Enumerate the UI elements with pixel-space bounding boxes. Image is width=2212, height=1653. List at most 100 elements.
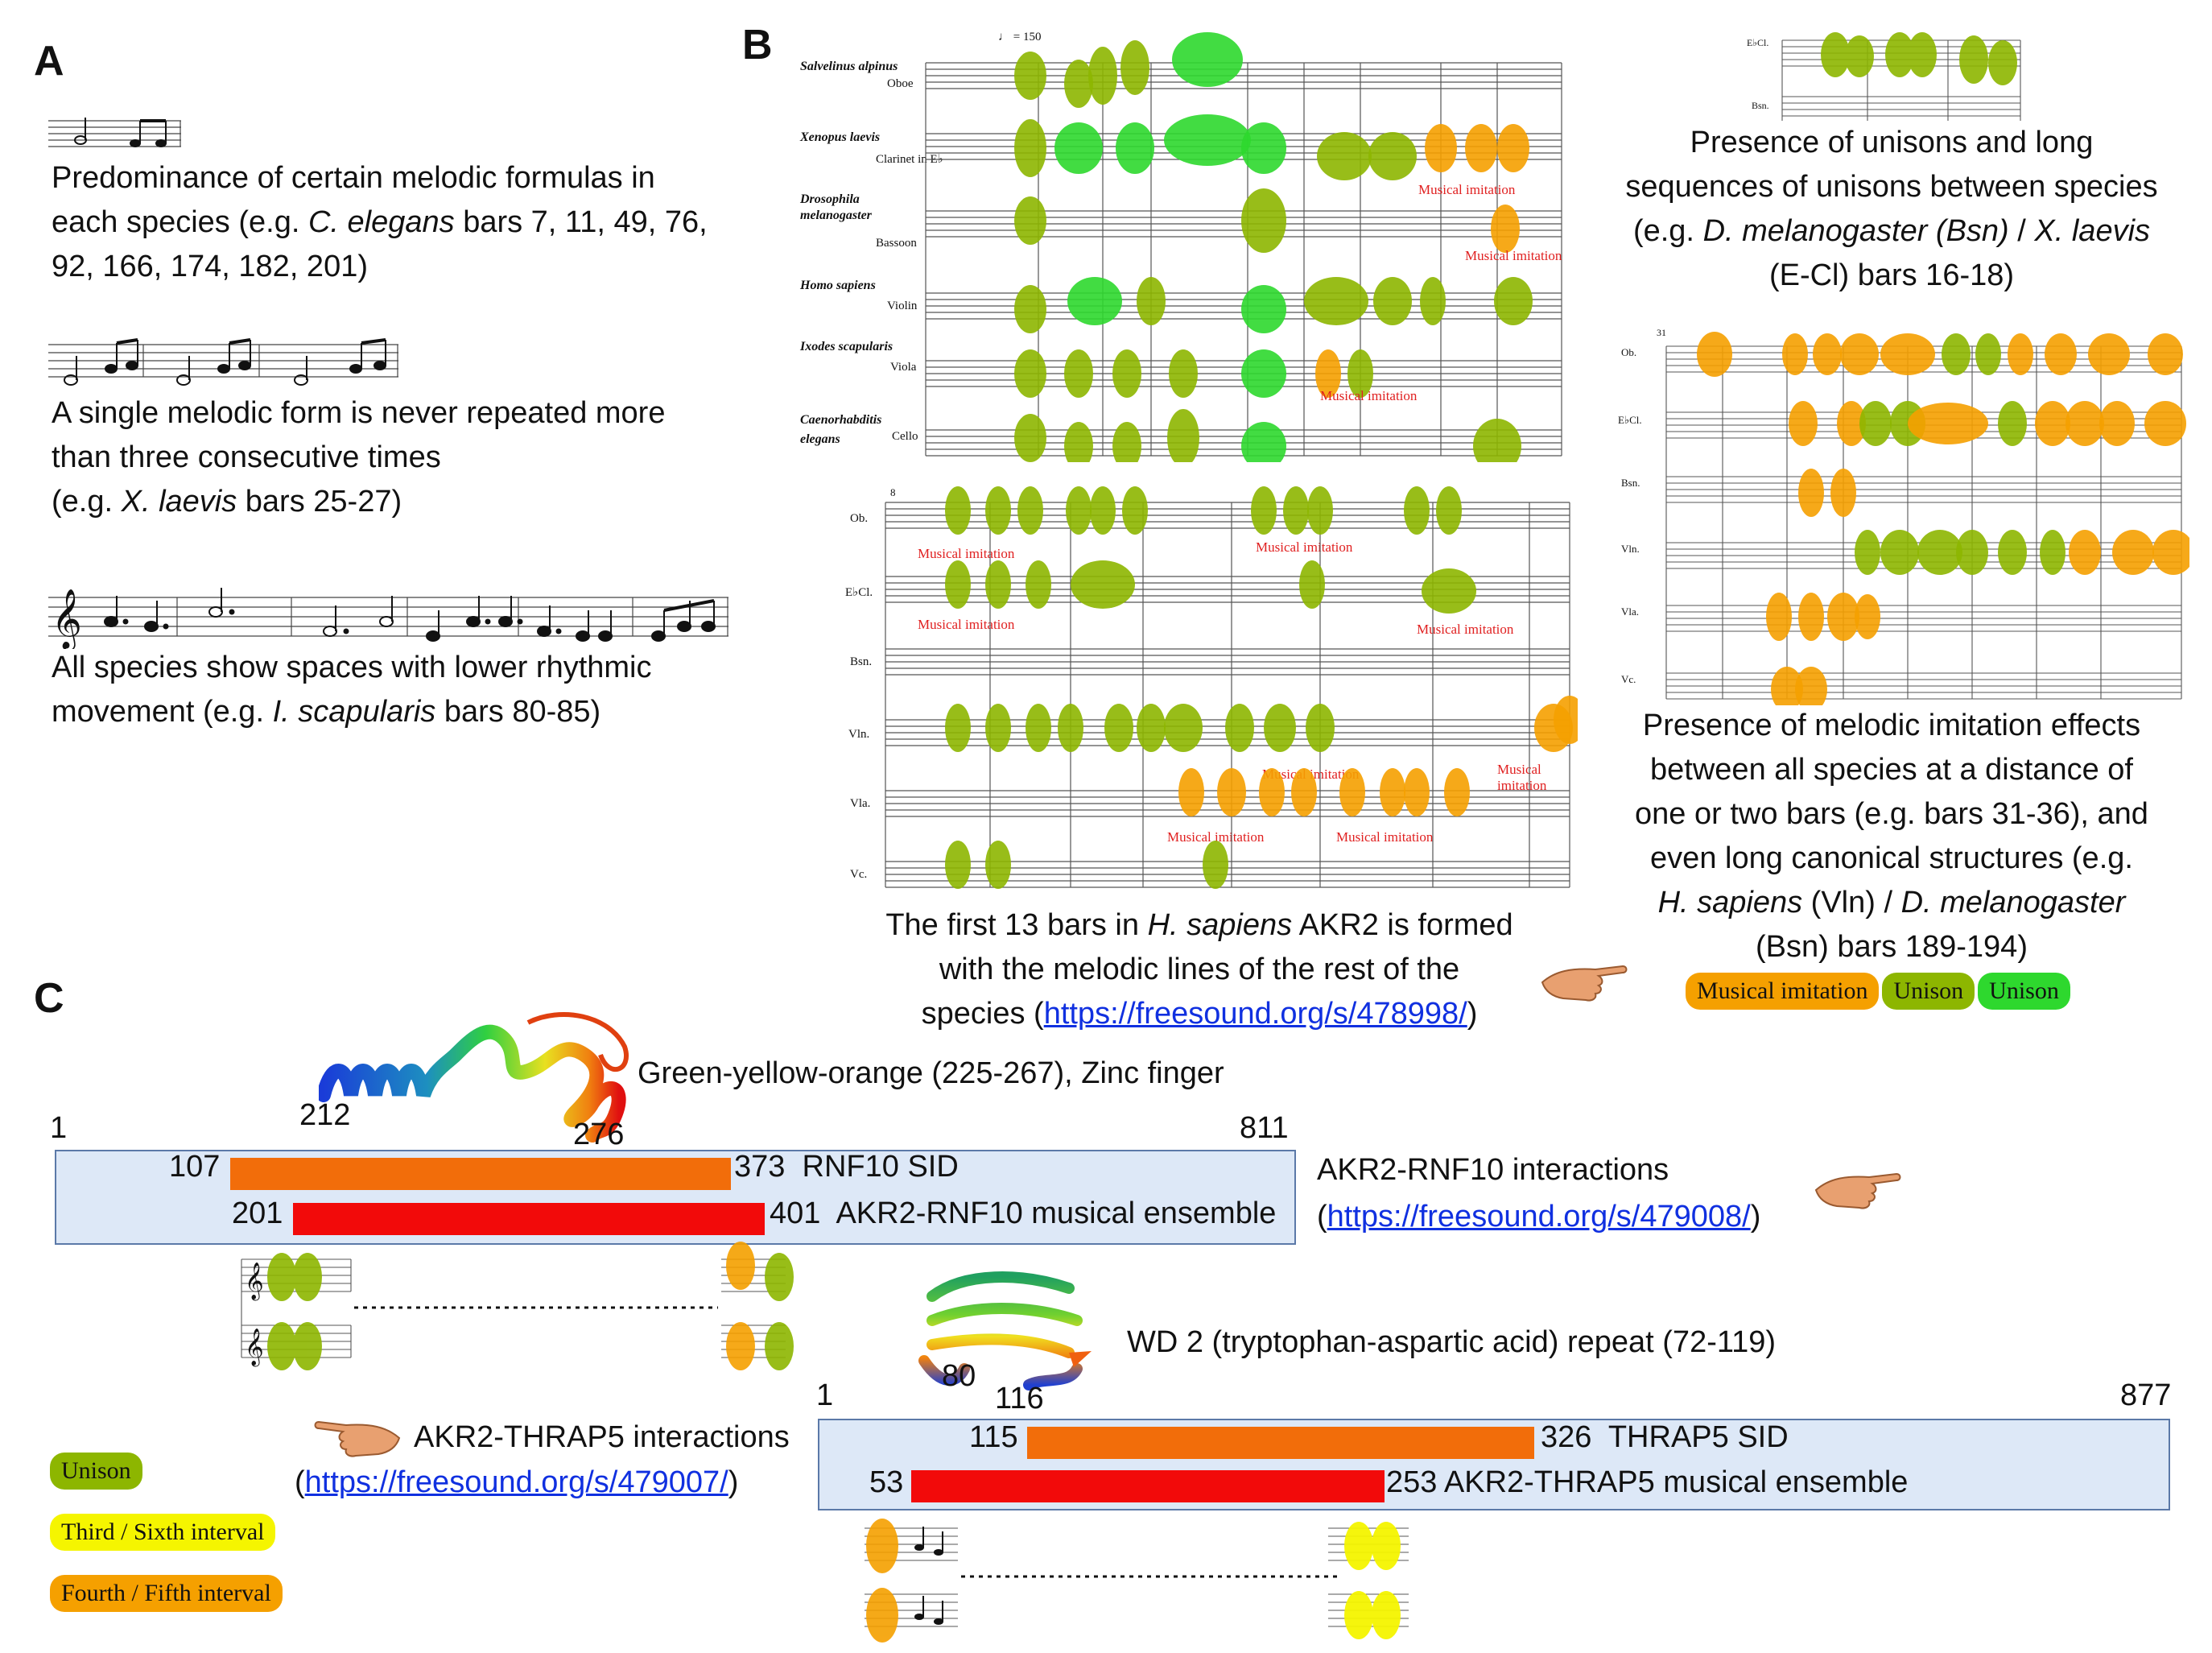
highlight-blob bbox=[1116, 122, 1154, 174]
text: bars 25-27) bbox=[237, 485, 402, 519]
panel-a-text-2-line: (e.g. X. laevis bars 25-27) bbox=[52, 480, 760, 524]
thrap-sid-label: THRAP5 SID bbox=[1607, 1420, 1789, 1454]
highlight-blob bbox=[1998, 530, 2027, 575]
panel-a-text-2-line: than three consecutive times bbox=[52, 440, 441, 474]
highlight-blob bbox=[945, 486, 971, 535]
highlight-blob bbox=[2099, 401, 2135, 446]
highlight-blob bbox=[1090, 486, 1116, 535]
highlight-blob bbox=[1241, 285, 1286, 333]
highlight-blob bbox=[985, 704, 1011, 752]
highlight-blob bbox=[1789, 401, 1818, 446]
highlight-blob bbox=[1120, 40, 1149, 95]
highlight-blob bbox=[1058, 704, 1083, 752]
rnf-sid-label-group: 373 RNF10 SID bbox=[734, 1150, 959, 1184]
highlight-blob bbox=[1167, 409, 1199, 462]
species-name: X. laevis bbox=[2034, 214, 2151, 248]
instrument-abbr: Vc. bbox=[1621, 673, 1636, 685]
wd-repeat-structure bbox=[918, 1271, 1092, 1391]
thrap-sid-end: 326 bbox=[1541, 1420, 1592, 1454]
instrument-abbr: Bsn. bbox=[850, 655, 873, 668]
rnf-interactions-label: AKR2-RNF10 interactions bbox=[1317, 1153, 1669, 1187]
species-name: H. sapiens bbox=[1657, 886, 1803, 919]
panel-a-text-2-line: A single melodic form is never repeated … bbox=[52, 396, 666, 430]
panel-c-label: C bbox=[34, 975, 64, 1022]
highlight-blob bbox=[1798, 593, 1824, 641]
highlight-blob bbox=[1795, 667, 1827, 705]
highlight-blob bbox=[1998, 401, 2027, 446]
tempo-mark: ♩ = 150 bbox=[998, 31, 1042, 43]
freesound-link-478998[interactable]: https://freesound.org/s/478998/ bbox=[1043, 997, 1467, 1031]
thrap-ens-end: 253 bbox=[1386, 1465, 1438, 1499]
highlight-blob bbox=[1014, 196, 1046, 245]
highlight-blob bbox=[2045, 333, 2077, 375]
text: (Vln) / bbox=[1802, 886, 1901, 919]
highlight-blob bbox=[1137, 704, 1166, 752]
highlight-blob bbox=[1264, 704, 1296, 752]
instrument-abbr: E♭Cl. bbox=[1747, 37, 1769, 48]
highlight-blob bbox=[1225, 704, 1254, 752]
highlight-blob bbox=[945, 560, 971, 609]
text: AKR2 is formed bbox=[1292, 908, 1513, 942]
thrap-end: 877 bbox=[2120, 1378, 2172, 1412]
thrap-start: 1 bbox=[816, 1378, 834, 1412]
species-name: D. melanogaster bbox=[1900, 886, 2126, 919]
caption-line: H. sapiens (Vln) / D. melanogaster bbox=[1578, 881, 2206, 925]
instrument-abbr: E♭Cl. bbox=[1618, 414, 1642, 426]
highlight-blob bbox=[1855, 594, 1880, 639]
highlight-blob bbox=[2152, 530, 2189, 575]
highlight-blob bbox=[1203, 841, 1228, 889]
highlight-blob bbox=[1064, 422, 1093, 462]
panel-a-text-1-line: each species (e.g. C. elegans bars 7, 11… bbox=[52, 200, 760, 245]
pointing-hand-icon bbox=[314, 1420, 401, 1457]
highlight-blob bbox=[2148, 333, 2183, 375]
imitation-label: Musical imitation bbox=[1418, 182, 1516, 197]
thrap-link-line: (https://freesound.org/s/479007/) bbox=[295, 1465, 739, 1499]
pointing-hand-icon bbox=[1814, 1172, 1901, 1209]
caption-line: even long canonical structures (e.g. bbox=[1650, 841, 2133, 875]
highlight-blob bbox=[1697, 332, 1732, 377]
highlight-blob bbox=[1473, 419, 1521, 462]
wd-repeat-label: WD 2 (tryptophan-aspartic acid) repeat (… bbox=[1127, 1325, 1777, 1359]
melodic-formula-staff bbox=[48, 118, 181, 147]
highlight-blob bbox=[2008, 333, 2033, 375]
rnf-start: 1 bbox=[50, 1111, 68, 1145]
highlight-blob bbox=[1137, 277, 1166, 325]
zinc-finger-label: Green-yellow-orange (225-267), Zinc fing… bbox=[638, 1056, 1224, 1090]
highlight-blob bbox=[1064, 60, 1093, 108]
species-label: Homo sapiens bbox=[800, 279, 876, 292]
rnf-ens-label: AKR2-RNF10 musical ensemble bbox=[836, 1196, 1277, 1230]
highlight-blob bbox=[945, 841, 971, 889]
text: bars 80-85) bbox=[435, 695, 601, 729]
highlight-blob bbox=[1014, 414, 1046, 462]
score-system-1: ♩ = 150 Salvelinus alpinus Oboe Xenopus … bbox=[797, 27, 1570, 462]
highlight-blob bbox=[2065, 401, 2104, 446]
freesound-link-479007[interactable]: https://freesound.org/s/479007/ bbox=[304, 1465, 728, 1499]
highlight-blob bbox=[1880, 530, 1919, 575]
svg-text:𝄞: 𝄞 bbox=[245, 1262, 264, 1301]
zinc-finger-structure bbox=[319, 1012, 629, 1143]
highlight-blob bbox=[985, 560, 1011, 609]
imitation-excerpt-staves bbox=[1665, 332, 2189, 705]
highlight-blob bbox=[1494, 277, 1533, 325]
highlight-blob bbox=[1465, 124, 1497, 172]
highlight-blob bbox=[1347, 349, 1373, 398]
highlight-blob bbox=[2112, 530, 2154, 575]
highlight-blob bbox=[1422, 568, 1476, 614]
highlight-blob bbox=[1304, 277, 1368, 325]
imitation-label: Musical imitation bbox=[1497, 762, 1547, 793]
highlight-blob bbox=[1054, 122, 1103, 174]
highlight-blob bbox=[1112, 422, 1141, 462]
highlight-blob bbox=[1299, 560, 1325, 609]
freesound-link-479008[interactable]: https://freesound.org/s/479008/ bbox=[1327, 1200, 1751, 1234]
highlight-blob bbox=[1014, 119, 1046, 177]
highlight-blob bbox=[1283, 486, 1309, 535]
panel-a-text-1: Predominance of certain melodic formulas… bbox=[52, 156, 760, 289]
text: each species (e.g. bbox=[52, 205, 308, 239]
unison-caption: Presence of unisons and long sequences o… bbox=[1578, 121, 2206, 298]
caption-line: (E-Cl) bars 16-18) bbox=[1768, 258, 2015, 292]
text: bars 7, 11, 49, 76, bbox=[454, 205, 708, 239]
instrument-abbr: Vla. bbox=[850, 797, 871, 810]
highlight-blob bbox=[1241, 422, 1286, 462]
unison-excerpt: E♭Cl. Bsn. bbox=[1747, 16, 2028, 121]
highlight-blob bbox=[1071, 560, 1135, 609]
